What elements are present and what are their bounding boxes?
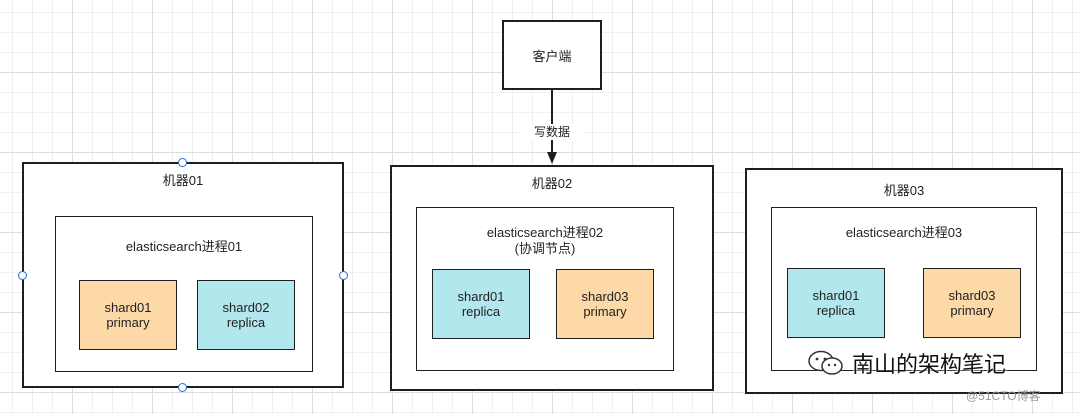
shard-role: replica	[816, 303, 856, 318]
shard-role: primary	[950, 303, 994, 318]
machine-01[interactable]: 机器01 elasticsearch进程01 shard01 primary s…	[22, 162, 344, 388]
process-03[interactable]: elasticsearch进程03 shard01 replica shard0…	[771, 207, 1037, 371]
process-02[interactable]: elasticsearch进程02 (协调节点) shard01 replica…	[416, 207, 674, 371]
resize-handle-bottom[interactable]	[178, 383, 187, 392]
shard-name: shard03	[948, 288, 996, 303]
shard-box-03-b[interactable]: shard03 primary	[923, 268, 1021, 338]
machine-03[interactable]: 机器03 elasticsearch进程03 shard01 replica s…	[745, 168, 1063, 394]
resize-handle-left[interactable]	[18, 271, 27, 280]
machine-02[interactable]: 机器02 elasticsearch进程02 (协调节点) shard01 re…	[390, 165, 714, 391]
wechat-watermark: 南山的架构笔记	[806, 347, 1006, 379]
write-arrow-line	[551, 90, 553, 154]
wechat-icon	[808, 350, 843, 375]
shard-box-02-a[interactable]: shard01 replica	[432, 269, 530, 339]
shard-name: shard03	[581, 289, 629, 304]
client-node[interactable]: 客户端	[502, 20, 602, 90]
shard-box-02-b[interactable]: shard03 primary	[556, 269, 654, 339]
shard-name: shard01	[812, 288, 860, 303]
process-01-title: elasticsearch进程01	[125, 239, 243, 254]
process-03-title: elasticsearch进程03	[845, 225, 963, 240]
shard-box-01-a[interactable]: shard01 primary	[79, 280, 177, 350]
write-arrow-head	[547, 152, 557, 164]
machine-02-title: 机器02	[531, 176, 573, 191]
shard-box-03-a[interactable]: shard01 replica	[787, 268, 885, 338]
site-watermark: @51CTO博客	[966, 389, 1041, 403]
process-02-subtitle: (协调节点)	[514, 241, 576, 256]
watermark-brand: 南山的架构笔记	[852, 352, 1007, 377]
shard-role: replica	[226, 315, 266, 330]
write-arrow-label: 写数据	[522, 124, 582, 140]
shard-box-01-b[interactable]: shard02 replica	[197, 280, 295, 350]
shard-role: replica	[461, 304, 501, 319]
process-01[interactable]: elasticsearch进程01 shard01 primary shard0…	[55, 216, 313, 372]
resize-handle-top[interactable]	[178, 158, 187, 167]
shard-role: primary	[106, 315, 150, 330]
resize-handle-right[interactable]	[339, 271, 348, 280]
machine-03-title: 机器03	[883, 183, 925, 198]
client-label: 客户端	[532, 48, 572, 64]
process-02-title: elasticsearch进程02	[486, 225, 604, 240]
shard-role: primary	[583, 304, 627, 319]
shard-name: shard01	[457, 289, 505, 304]
machine-01-title: 机器01	[162, 173, 204, 188]
shard-name: shard01	[104, 300, 152, 315]
shard-name: shard02	[222, 300, 270, 315]
